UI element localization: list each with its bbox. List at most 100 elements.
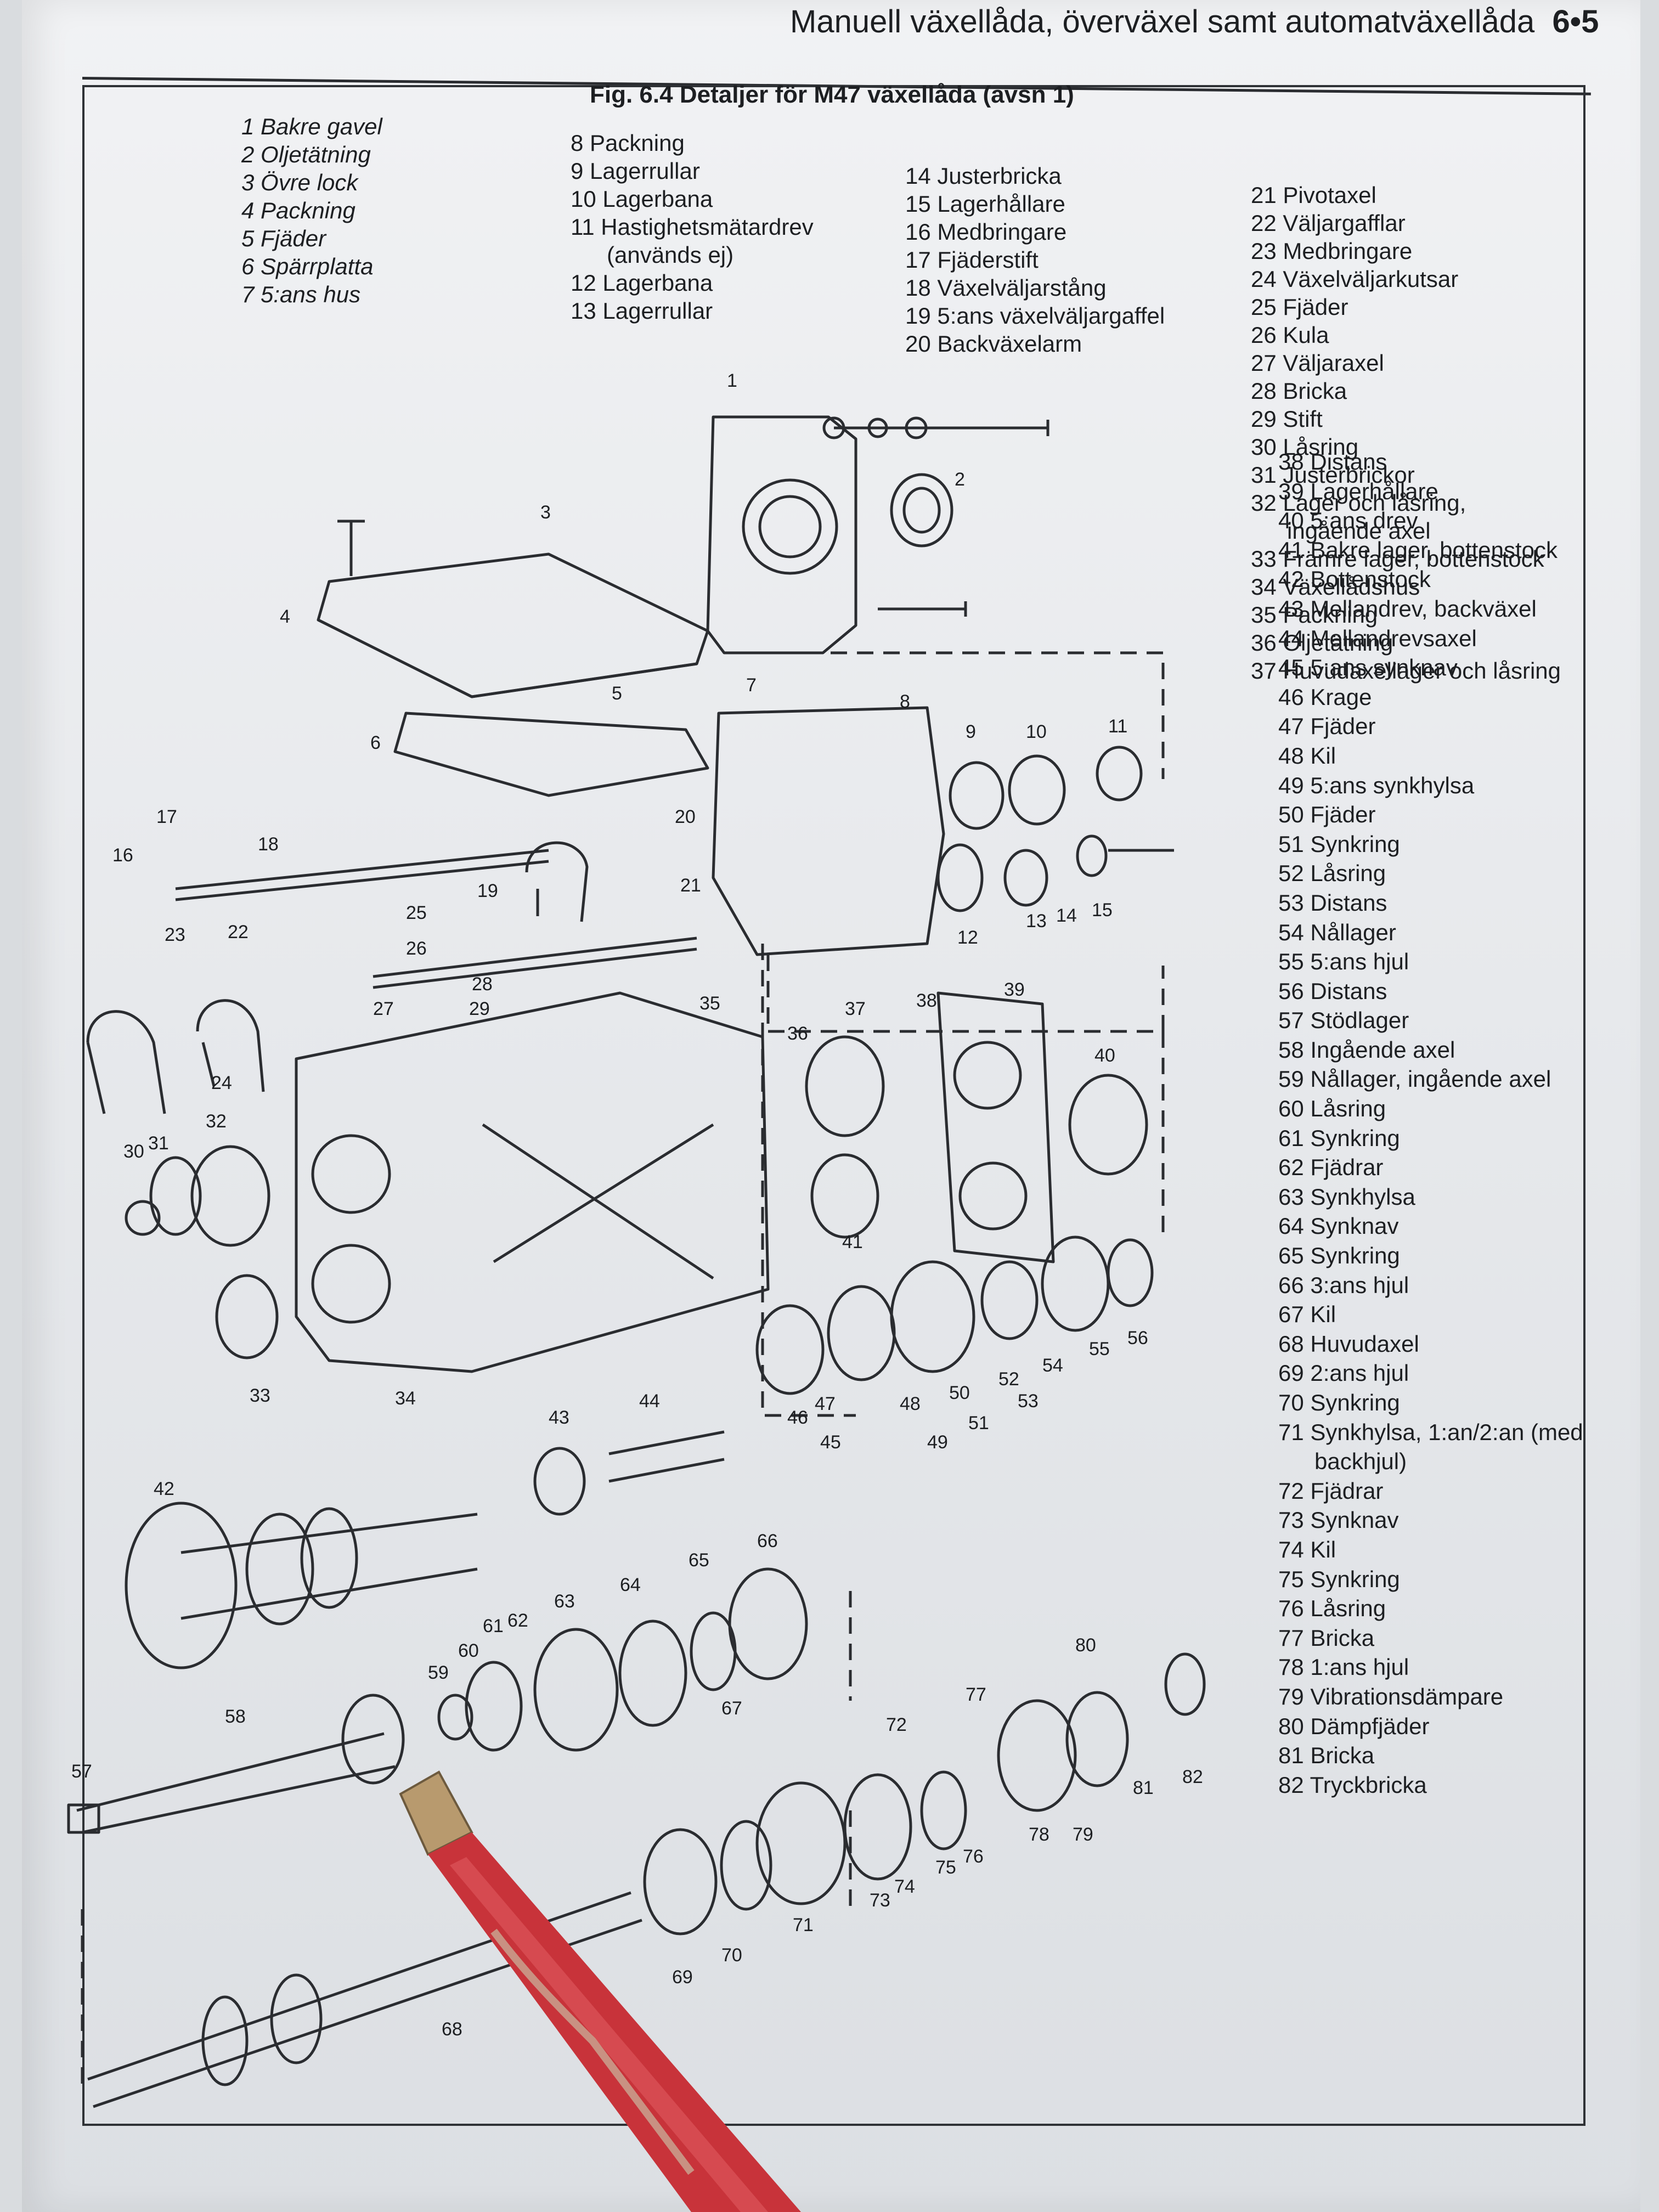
legend-item: 69 2:ans hjul (1278, 1360, 1409, 1386)
callout-number: 82 (1182, 1767, 1203, 1787)
second-gear (643, 1828, 718, 1936)
bearing-retainer (936, 991, 1055, 1263)
callout-number: 64 (620, 1575, 641, 1595)
book-page: Manuell växellåda, överväxel samt automa… (22, 0, 1640, 2212)
legend-item: 55 5:ans hjul (1278, 949, 1409, 975)
legend-item: 43 Mellandrev, backväxel (1278, 595, 1537, 622)
legend-item: 50 Fjäder (1278, 802, 1376, 828)
callout-number: 35 (699, 993, 720, 1014)
legend-item: 77 Bricka (1278, 1624, 1375, 1651)
front-bearing (215, 1274, 279, 1359)
callout-number: 58 (225, 1706, 246, 1727)
callout-number: 80 (1075, 1635, 1096, 1656)
input-bearing (190, 1145, 270, 1247)
selector-fork-left (86, 1010, 166, 1114)
legend-item: 20 Backväxelarm (905, 331, 1082, 357)
legend-item: 32 Lager och låsring, (1251, 490, 1466, 516)
legend-item: 44 Mellandrevsaxel (1278, 625, 1477, 651)
callout-number: 33 (250, 1385, 270, 1406)
legend-item: 26 Kula (1251, 322, 1329, 348)
fifth-gear-housing (712, 706, 945, 956)
legend-item: 6 Spärrplatta (241, 253, 374, 279)
legend-item: 45 5:ans synknav (1278, 654, 1458, 681)
callout-number: 51 (968, 1413, 989, 1434)
oil-seal (890, 473, 953, 548)
callout-number: 38 (916, 990, 937, 1011)
callout-number: 45 (820, 1432, 841, 1453)
callout-number: 21 (680, 875, 701, 896)
legend-item: 74 Kil (1278, 1536, 1336, 1562)
legend-item: 11 Hastighetsmätardrev (571, 214, 814, 240)
callout-number: 69 (672, 1967, 693, 1988)
callout-number: 78 (1029, 1824, 1049, 1845)
callout-number: 27 (373, 998, 394, 1019)
legend-item: 47 Fjäder (1278, 713, 1376, 740)
callout-number: 77 (966, 1684, 986, 1705)
figure-title: Fig. 6.4 Detaljer för M47 växellåda (avs… (590, 81, 1074, 108)
callout-number: 9 (966, 721, 976, 742)
legend-item: 14 Justerbricka (905, 163, 1062, 189)
fifth-synchro-sleeve (890, 1260, 975, 1373)
legend-item: 64 Synknav (1278, 1213, 1399, 1239)
legend-item: 22 Väljargafflar (1251, 210, 1406, 236)
legend-item: 40 5:ans drev (1278, 507, 1418, 534)
callout-number: 67 (721, 1698, 742, 1719)
legend-item: 67 Kil (1278, 1301, 1336, 1328)
callout-number: 28 (472, 974, 493, 995)
gearbox-housing (295, 991, 770, 1373)
callout-number: 66 (757, 1531, 778, 1551)
callout-number: 61 (483, 1616, 504, 1637)
callout-number: 70 (721, 1945, 742, 1966)
countershaft (180, 1513, 478, 1620)
callout-number: 25 (406, 902, 427, 923)
callout-number: 62 (507, 1610, 528, 1631)
countershaft-gear (125, 1502, 238, 1669)
legend-item: 65 Synkring (1278, 1243, 1400, 1269)
legend-item: 2 Oljetätning (241, 142, 371, 167)
callout-number: 48 (900, 1393, 921, 1414)
legend-item: ingående axel (1287, 518, 1431, 544)
callout-number: 15 (1092, 900, 1113, 921)
legend-item: 70 Synkring (1278, 1390, 1400, 1415)
legend-item: 38 Distans (1278, 449, 1387, 475)
reverse-idler-shaft (608, 1430, 725, 1483)
callout-number: 2 (955, 469, 965, 490)
legend-item: backhjul) (1314, 1448, 1407, 1475)
callout-number: 6 (370, 732, 381, 753)
legend-item: 62 Fjädrar (1278, 1154, 1384, 1181)
legend-item: 8 Packning (571, 130, 685, 156)
callout-number: 75 (935, 1857, 956, 1878)
callout-number: 7 (746, 675, 757, 696)
callout-number: 5 (612, 683, 622, 704)
legend-item: 75 Synkring (1278, 1566, 1400, 1592)
legend-item: 9 Lagerrullar (571, 158, 700, 184)
legend-item: 78 1:ans hjul (1278, 1654, 1409, 1680)
legend-item: 15 Lagerhållare (905, 191, 1065, 217)
legend-item: 21 Pivotaxel (1251, 182, 1376, 208)
callout-number: 18 (258, 834, 279, 855)
legend-item: 4 Packning (241, 198, 356, 223)
callout-number: 23 (165, 924, 185, 945)
callout-number: 57 (71, 1761, 92, 1782)
legend-item: 63 Synkhylsa (1278, 1183, 1415, 1210)
legend-item: 60 Låsring (1278, 1096, 1386, 1122)
callout-number: 72 (886, 1714, 907, 1735)
legend-item: 61 Synkring (1278, 1125, 1400, 1151)
callout-number: 17 (156, 806, 177, 827)
legend-item: 27 Väljaraxel (1251, 350, 1384, 376)
rear-end-cover (706, 415, 857, 654)
legend-item: 72 Fjädrar (1278, 1477, 1384, 1504)
callout-number: 63 (554, 1591, 575, 1612)
callout-number: 46 (787, 1407, 808, 1428)
callout-number: 73 (870, 1890, 890, 1911)
first-gear (997, 1699, 1077, 1812)
legend-item: 80 Dämpfjäder (1278, 1713, 1430, 1739)
fifth-drive-gear (1068, 1074, 1148, 1176)
legend-item: 57 Stödlager (1278, 1007, 1409, 1034)
running-header: Manuell växellåda, överväxel samt automa… (790, 0, 1613, 44)
legend-item: 28 Bricka (1251, 378, 1347, 404)
